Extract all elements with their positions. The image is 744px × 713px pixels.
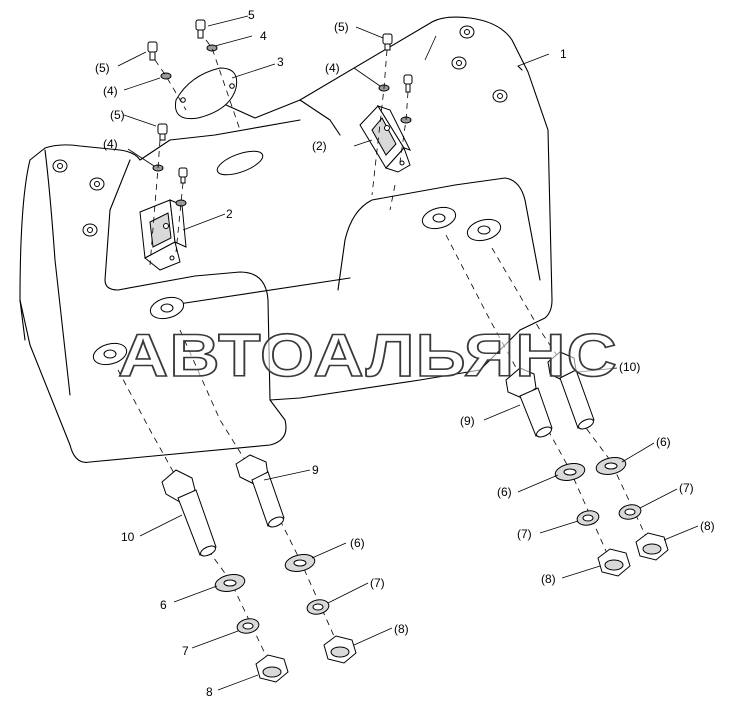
- part-callouts: 1 (2) 2 3 4 (4) (4) (4) 5 (5) (5) (5) 6 …: [95, 8, 715, 699]
- callout-2: 2: [226, 207, 233, 221]
- bolt-9-right: [505, 367, 553, 438]
- cover-plate: [174, 67, 238, 120]
- callout-7: 7: [182, 644, 189, 658]
- callout-4-paren-b: (4): [103, 137, 118, 151]
- callout-6-paren-b: (6): [497, 485, 512, 499]
- callout-4-paren-c: (4): [325, 61, 340, 75]
- callout-10: 10: [121, 530, 135, 544]
- leader-lines: [117, 15, 699, 691]
- callout-10-paren: (10): [619, 360, 640, 374]
- callout-7-paren-b: (7): [517, 527, 532, 541]
- callout-4: 4: [260, 29, 267, 43]
- screw-and-washer-set: [147, 19, 413, 207]
- callout-8-paren-b: (8): [541, 572, 556, 586]
- bolt-9-left: [235, 454, 285, 528]
- watermark-text: АВТОАЛЬЯНС: [118, 322, 618, 389]
- callout-8-paren-a: (8): [394, 622, 409, 636]
- callout-6-paren-a: (6): [350, 536, 365, 550]
- callout-8-paren-c: (8): [700, 519, 715, 533]
- callout-5-paren-a: (5): [95, 61, 110, 75]
- callout-4-paren-a: (4): [103, 84, 118, 98]
- bolt-10-left: [161, 469, 217, 557]
- callout-8: 8: [206, 685, 213, 699]
- callout-6: 6: [160, 598, 167, 612]
- callout-5-paren-b: (5): [110, 108, 125, 122]
- callout-7-paren-c: (7): [679, 481, 694, 495]
- callout-2-paren: (2): [312, 139, 327, 153]
- callout-5: 5: [248, 8, 255, 22]
- callout-7-paren-a: (7): [370, 576, 385, 590]
- callout-5-paren-c: (5): [334, 20, 349, 34]
- flat-washers: [214, 457, 627, 592]
- small-bracket-right: [359, 105, 411, 173]
- hex-nuts: [255, 532, 669, 683]
- main-bracket: [19, 16, 553, 463]
- callout-3: 3: [277, 55, 284, 69]
- callout-9-paren: (9): [460, 414, 475, 428]
- bolt-10-right: [547, 351, 595, 430]
- callout-9: 9: [312, 463, 319, 477]
- spring-washers: [236, 504, 642, 634]
- small-bracket-left: [139, 199, 187, 271]
- callout-1: 1: [560, 47, 567, 61]
- callout-6-paren-c: (6): [656, 435, 671, 449]
